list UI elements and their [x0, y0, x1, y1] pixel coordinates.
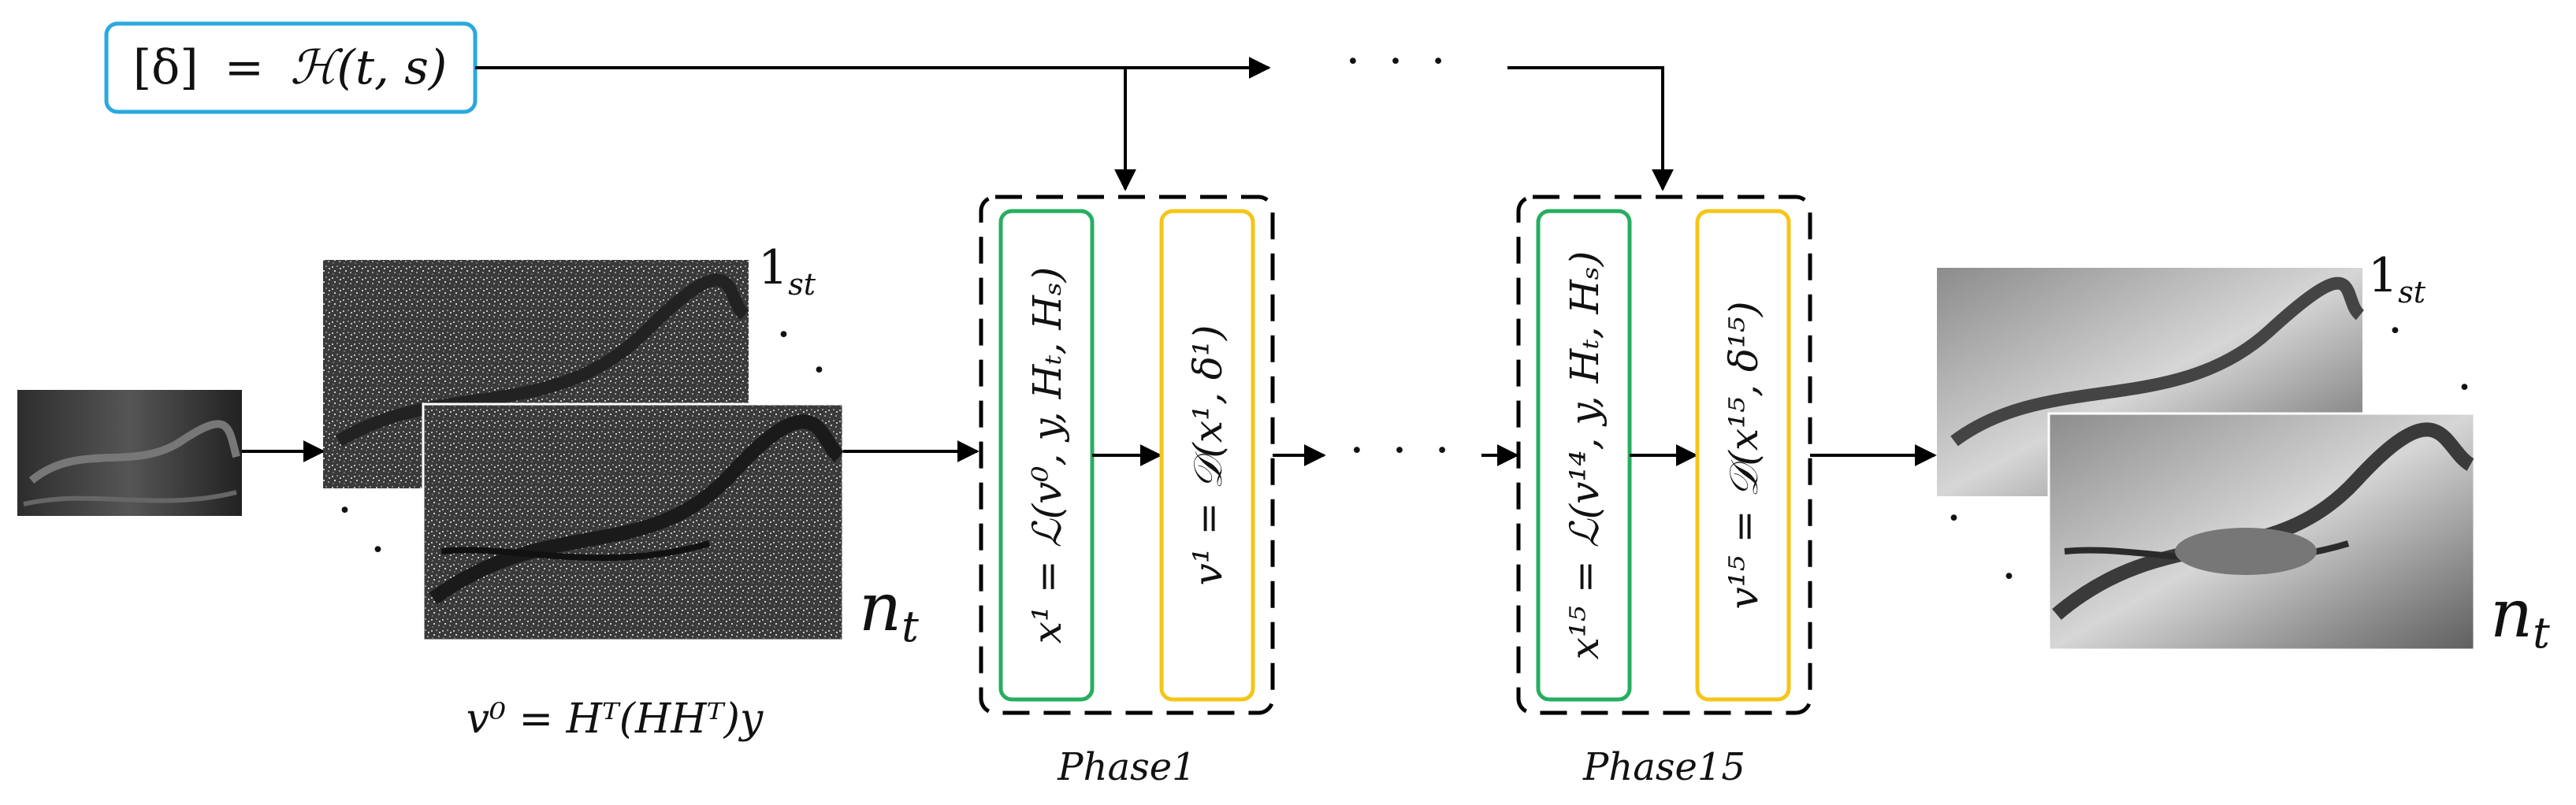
- noisy-first-label: 1st: [758, 240, 816, 302]
- phase1-L-text: x¹ = ℒ(v⁰, y, Hₜ, Hₛ): [1024, 267, 1070, 644]
- output-dots-left-2: ·: [2002, 549, 2017, 604]
- output-first-label: 1st: [2368, 248, 2426, 310]
- noisy-last-label: nt: [859, 569, 919, 651]
- phase15-D-box: [1695, 209, 1791, 702]
- output-dots-right: ·: [2388, 303, 2403, 358]
- phase1-name: Phase1: [1057, 745, 1195, 789]
- output-dots-left: ·: [1946, 491, 1961, 546]
- phase15-dashed-box: [1516, 195, 1812, 715]
- hypernet-label: [δ] = ℋ(t, s): [133, 40, 448, 95]
- reconstructed-frame-stack: [1937, 268, 2476, 651]
- noisy-dots-right-2: ·: [812, 343, 827, 398]
- phase1-block: x¹ = ℒ(v⁰, y, Hₜ, Hₛ) v¹ = 𝒟(x¹, δ¹): [979, 195, 1275, 715]
- middle-dots: · · ·: [1349, 423, 1455, 478]
- output-last-label: nt: [2490, 575, 2550, 658]
- hypernet-to-phase15-arrow: [1507, 66, 1674, 191]
- phase1-D-box: [1159, 209, 1255, 702]
- initial-formula: v⁰ = Hᵀ(HHᵀ)y: [467, 696, 764, 743]
- phase15-block: x¹⁵ = ℒ(v¹⁴, y, Hₜ, Hₛ) v¹⁵ = 𝒟(x¹⁵, δ¹⁵…: [1516, 195, 1812, 715]
- noisy-dots-left: ·: [337, 483, 352, 538]
- phase15-D-text: v¹⁵ = 𝒟(x¹⁵, δ¹⁵): [1721, 301, 1767, 609]
- top-dots: · · ·: [1345, 34, 1452, 89]
- input-snapshot-image: [17, 390, 242, 516]
- phase15-L-text: x¹⁵ = ℒ(v¹⁴, y, Hₜ, Hₛ): [1562, 251, 1608, 660]
- phase1-D-text: v¹ = 𝒟(x¹, δ¹): [1185, 325, 1231, 585]
- phase15-name: Phase15: [1582, 745, 1745, 789]
- output-dots-right-2: ·: [2457, 360, 2472, 415]
- noisy-frame-stack: [323, 260, 845, 642]
- phase1-dashed-box: [979, 195, 1275, 715]
- noisy-dots-left-2: ·: [370, 522, 385, 577]
- noisy-dots-right: ·: [776, 307, 791, 362]
